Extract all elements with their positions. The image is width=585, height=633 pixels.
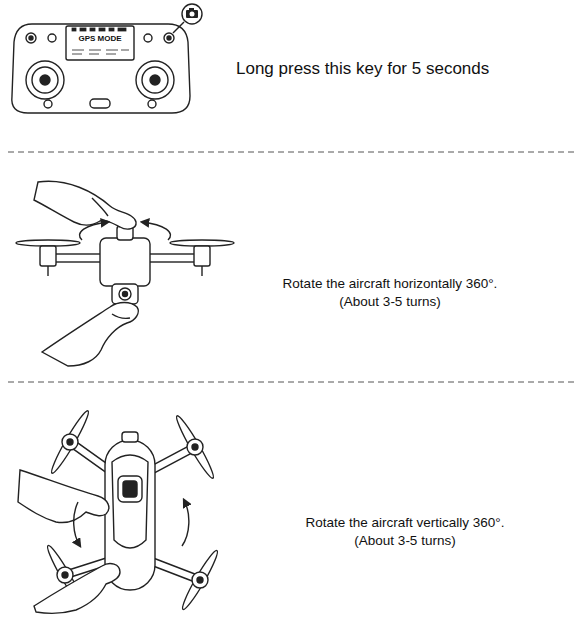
instruction-note: (About 3-5 turns) bbox=[255, 533, 555, 550]
camera-key-icon-part bbox=[173, 22, 184, 33]
drone-top-view-part bbox=[197, 577, 203, 583]
remote-controller-part bbox=[150, 75, 160, 85]
drone-side-view-part bbox=[194, 246, 210, 266]
remote-controller-part bbox=[164, 33, 174, 43]
camera-key-icon bbox=[173, 4, 202, 33]
drone-side-view-part bbox=[16, 240, 80, 246]
drone-top-view-part bbox=[122, 432, 138, 442]
remote-controller-part-part bbox=[90, 28, 95, 31]
remote-controller-part-part bbox=[72, 28, 76, 31]
remote-controller-part bbox=[26, 61, 64, 99]
drone-top-view-part bbox=[118, 476, 142, 502]
remote-controller-part-part bbox=[109, 28, 114, 31]
drone-top-view bbox=[18, 409, 221, 614]
drone-side-view-part bbox=[40, 246, 56, 266]
drone-top-view-part bbox=[62, 434, 78, 450]
drone-top-view-part bbox=[34, 564, 120, 614]
drone-side-view-part bbox=[34, 181, 136, 229]
drone-side-view-part bbox=[112, 314, 130, 318]
drone-side-view-part bbox=[42, 303, 138, 367]
instruction-text: Long press this key for 5 seconds bbox=[236, 58, 566, 79]
remote-controller-part bbox=[148, 100, 156, 108]
drone-top-view-part bbox=[112, 455, 148, 548]
remote-controller-part bbox=[29, 36, 33, 40]
instruction-note: (About 3-5 turns) bbox=[240, 294, 540, 311]
remote-controller-part bbox=[12, 24, 190, 113]
instruction-text: Rotate the aircraft horizontally 360°. bbox=[240, 276, 540, 293]
remote-controller-part bbox=[142, 67, 168, 93]
drone-top-view-part bbox=[187, 439, 203, 455]
remote-controller-part bbox=[90, 99, 110, 108]
section-divider-part bbox=[8, 382, 578, 383]
drone-top-view-part bbox=[179, 548, 221, 611]
drone-top-view-part bbox=[173, 414, 217, 481]
remote-controller-part-part bbox=[89, 50, 101, 51]
drone-side-view-part bbox=[119, 288, 131, 300]
remote-controller-part bbox=[167, 36, 171, 40]
remote-controller-part-part bbox=[89, 54, 99, 55]
drone-top-view-part bbox=[18, 470, 109, 523]
drone-side-view-part bbox=[123, 292, 128, 297]
drone-top-view-part bbox=[192, 572, 208, 588]
remote-controller-part bbox=[40, 75, 50, 85]
section-divider-part bbox=[8, 152, 578, 153]
camera-key-icon-part bbox=[182, 4, 202, 24]
drone-side-view-part bbox=[47, 266, 48, 276]
remote-controller bbox=[12, 24, 190, 113]
drone-top-view-part bbox=[67, 439, 73, 445]
drone-side-view bbox=[16, 181, 234, 366]
remote-controller-part-part bbox=[118, 28, 126, 31]
remote-controller-part-part bbox=[106, 50, 118, 51]
remote-controller-part bbox=[144, 34, 152, 42]
remote-controller-part-part bbox=[99, 28, 105, 31]
camera-key-icon-part bbox=[190, 12, 195, 17]
drone-top-view-part bbox=[182, 500, 189, 546]
remote-controller-part-part bbox=[72, 54, 82, 55]
lcd-mode-text: GPS MODE bbox=[70, 34, 130, 44]
drone-top-view-part bbox=[123, 481, 137, 497]
drone-side-view-part bbox=[112, 284, 138, 304]
remote-controller-part-part bbox=[121, 50, 129, 51]
remote-controller-part bbox=[32, 67, 58, 93]
drone-top-view-part bbox=[62, 572, 68, 578]
drone-side-view-part bbox=[100, 238, 150, 286]
drone-side-view-part bbox=[80, 222, 108, 240]
remote-controller-part-part bbox=[80, 28, 86, 31]
drone-side-view-part bbox=[201, 266, 202, 276]
remote-controller-part-part bbox=[72, 50, 84, 51]
drone-top-view-part bbox=[74, 502, 80, 546]
drone-side-view-part bbox=[142, 222, 170, 240]
instruction-text: Rotate the aircraft vertically 360°. bbox=[255, 515, 555, 532]
drone-side-view-part bbox=[170, 240, 234, 246]
remote-controller-part bbox=[66, 26, 134, 60]
camera-key-icon-part bbox=[186, 10, 198, 18]
drone-side-view-part bbox=[92, 198, 108, 216]
section-divider bbox=[8, 152, 578, 382]
remote-controller-part bbox=[26, 33, 36, 43]
drone-top-view-part bbox=[192, 444, 198, 450]
remote-controller-part bbox=[44, 100, 52, 108]
drone-top-view-part bbox=[57, 567, 73, 583]
drone-top-view-part bbox=[48, 409, 92, 476]
remote-controller-part bbox=[48, 34, 56, 42]
remote-controller-part-part bbox=[106, 54, 116, 55]
remote-controller-part bbox=[136, 61, 174, 99]
camera-key-icon-part bbox=[189, 8, 194, 11]
